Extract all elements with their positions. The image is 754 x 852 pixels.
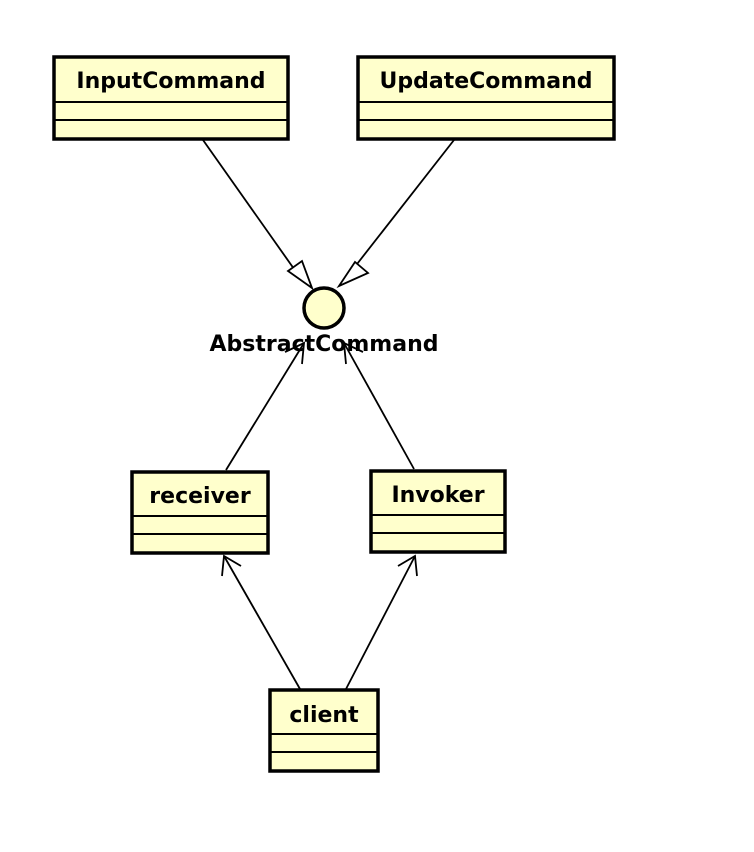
realization-arrowhead-updatecommand: [336, 260, 370, 289]
class-updatecommand[interactable]: UpdateCommand: [356, 55, 616, 141]
association-arrowhead-invoker: [342, 341, 364, 365]
class-box: [130, 470, 270, 555]
association-arrowhead-receiver: [284, 341, 306, 365]
class-box: [52, 55, 290, 141]
class-name: receiver: [149, 484, 251, 509]
interface-circle-icon: [302, 286, 346, 330]
class-invoker[interactable]: Invoker: [369, 469, 507, 554]
class-receiver[interactable]: receiver: [130, 470, 270, 555]
class-name: client: [289, 703, 359, 728]
realization-edge-inputcommand: [202, 139, 300, 277]
association-edge-client-invoker: [345, 555, 416, 690]
association-edge-invoker: [343, 342, 415, 470]
realization-edge-updatecommand: [349, 139, 455, 274]
interface-abstractcommand[interactable]: AbstractCommand: [209, 286, 439, 357]
association-edge-client-receiver: [223, 555, 301, 690]
realization-arrowhead-inputcommand: [286, 259, 314, 291]
class-inputcommand[interactable]: InputCommand: [52, 55, 290, 141]
association-arrowhead-client-receiver: [221, 554, 242, 577]
interface-label: AbstractCommand: [209, 332, 438, 357]
class-name: UpdateCommand: [379, 69, 592, 94]
class-name: Invoker: [391, 483, 484, 508]
class-client[interactable]: client: [268, 688, 380, 773]
class-name: InputCommand: [76, 69, 265, 94]
edges: [202, 139, 455, 690]
class-box: [268, 688, 380, 773]
association-edge-receiver: [225, 342, 305, 471]
class-box: [369, 469, 507, 554]
association-arrowhead-client-invoker: [397, 554, 418, 577]
class-box: [356, 55, 616, 141]
